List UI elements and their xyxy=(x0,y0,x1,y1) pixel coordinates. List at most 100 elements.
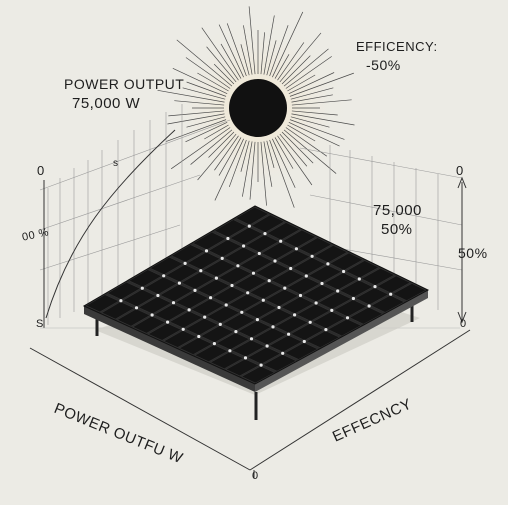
sun-ray xyxy=(291,99,352,106)
cell-junction-dot xyxy=(236,264,240,268)
sun-ray xyxy=(174,100,225,106)
sun-ray xyxy=(281,131,314,164)
sun-ray xyxy=(288,122,340,147)
sun-rays xyxy=(157,6,355,208)
sun-ray xyxy=(165,119,227,142)
sun-ray xyxy=(290,87,334,100)
cell-junction-dot xyxy=(197,334,201,339)
cell-junction-dot xyxy=(228,349,232,353)
power-curve xyxy=(45,129,176,319)
right-axis-arrow-down xyxy=(457,311,467,324)
efficiency-value: -50% xyxy=(366,57,401,73)
left-small-label: s xyxy=(113,158,119,169)
panel-side-right xyxy=(255,290,428,392)
cell-junction-dot xyxy=(209,296,213,300)
right-grid-lines xyxy=(299,145,463,310)
sun-ray xyxy=(185,57,231,89)
cell-junction-dot xyxy=(140,286,144,290)
solar-cell xyxy=(194,344,229,362)
solar-cell xyxy=(306,330,340,348)
sun-ray xyxy=(243,25,253,75)
left-grid-lines xyxy=(39,104,231,325)
sun-ray xyxy=(240,140,250,172)
sun-ray xyxy=(204,124,229,140)
right-axis-top-zero: 0 xyxy=(456,163,464,178)
cell-junction-dot xyxy=(283,286,287,290)
right-axis-percent: 50% xyxy=(458,245,488,261)
sun-ray xyxy=(168,110,225,117)
cell-junction-dot xyxy=(181,327,185,331)
sun-ray xyxy=(269,25,289,77)
cell-junction-dot xyxy=(224,303,228,307)
sun-ray xyxy=(197,72,229,92)
cell-junction-dot xyxy=(373,285,377,289)
left-axis-top-zero: 0 xyxy=(37,163,45,178)
cell-junction-dot xyxy=(247,224,251,228)
panel-side-left xyxy=(84,306,255,392)
sun-ray xyxy=(218,24,244,78)
cell-junction-dot xyxy=(310,254,314,258)
cell-junction-dot xyxy=(199,269,203,273)
sun-ray xyxy=(272,11,304,78)
cell-junction-dot xyxy=(251,271,256,275)
solar-cell xyxy=(101,301,135,320)
cell-junction-dot xyxy=(134,306,139,310)
cell-junction-dot xyxy=(314,301,318,305)
cell-junction-dot xyxy=(326,262,330,266)
cell-junction-dot xyxy=(302,339,306,344)
sun-ray xyxy=(277,42,305,81)
cell-junction-dot xyxy=(277,305,281,310)
cell-junction-dot xyxy=(267,279,271,283)
cell-junction-dot xyxy=(150,313,154,317)
power-output-value: 75,000 W xyxy=(72,95,141,112)
cell-junction-dot xyxy=(265,344,269,348)
sun-ray xyxy=(285,56,332,89)
sun-ray xyxy=(287,124,316,142)
solar-cell xyxy=(85,294,120,313)
sun-ray xyxy=(208,131,235,158)
sun-ray xyxy=(157,89,225,103)
sun-ray xyxy=(214,138,244,201)
cell-junction-dot xyxy=(203,315,207,319)
efficiency-title: EFFICENCY: xyxy=(356,39,438,54)
cell-junction-dot xyxy=(220,256,224,260)
sun-ray xyxy=(170,127,231,170)
cell-junction-dot xyxy=(212,342,216,346)
sun-ray xyxy=(218,137,242,176)
sun-ray xyxy=(291,94,333,103)
cell-junction-dot xyxy=(230,283,234,288)
solar-cell xyxy=(349,306,383,325)
sun-ray xyxy=(213,63,235,85)
sun-ray xyxy=(289,119,345,140)
bottom-right-axis xyxy=(249,329,471,471)
cell-junction-dot xyxy=(166,320,170,324)
sun-ray xyxy=(277,135,313,186)
solar-cell xyxy=(262,354,297,372)
sun-ray xyxy=(279,32,322,83)
cell-junction-dot xyxy=(330,308,334,312)
sun-ray xyxy=(242,141,253,197)
cell-junction-dot xyxy=(304,274,308,278)
sun-ray xyxy=(186,81,227,97)
cell-junction-dot xyxy=(261,298,265,302)
cell-junction-dot xyxy=(218,322,222,326)
sun-ray xyxy=(266,40,277,76)
sun-ray xyxy=(214,135,239,171)
cell-junction-dot xyxy=(204,249,209,253)
sun-ray xyxy=(167,113,225,125)
cell-junction-dot xyxy=(249,337,254,341)
sun-ray xyxy=(228,139,247,188)
sun-ray xyxy=(176,39,233,87)
cell-junction-dot xyxy=(193,288,197,292)
cell-junction-dot xyxy=(240,310,244,314)
cell-junction-dot xyxy=(281,351,285,355)
mid-value-efficiency: 50% xyxy=(381,221,413,238)
sun-ray xyxy=(185,122,228,143)
cell-junction-dot xyxy=(162,274,166,278)
cell-junction-dot xyxy=(187,308,191,312)
solar-cell xyxy=(132,315,166,334)
sun-ray xyxy=(272,138,296,188)
cell-junction-dot xyxy=(336,289,340,293)
sun-ray xyxy=(263,15,275,75)
